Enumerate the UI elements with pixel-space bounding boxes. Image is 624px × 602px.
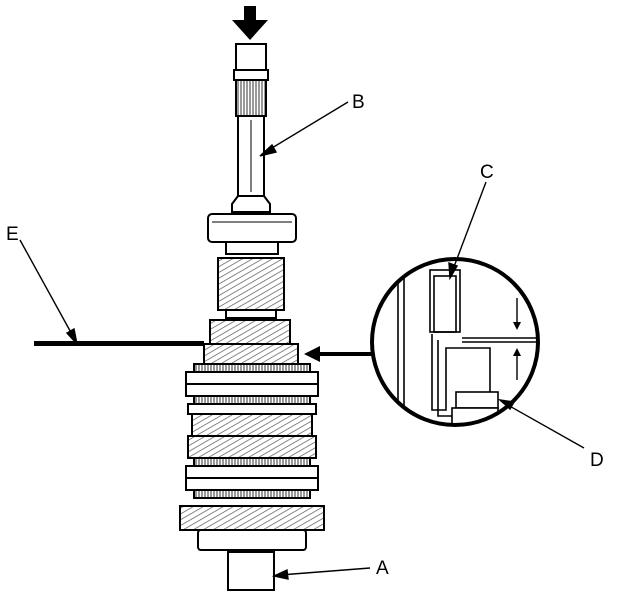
helical-gear <box>217 257 285 319</box>
label-c: C <box>480 162 494 183</box>
detail-arrow-icon <box>304 346 372 362</box>
press-arrow-icon <box>232 6 268 40</box>
upper-bearing <box>207 213 297 255</box>
tool-bar <box>34 341 204 346</box>
label-e: E <box>6 224 19 245</box>
mainshaft <box>231 43 271 213</box>
label-b: B <box>352 92 365 113</box>
clearance-indicator <box>513 298 521 380</box>
gear-stack <box>179 319 325 591</box>
label-a: A <box>376 558 389 579</box>
label-d: D <box>590 450 604 471</box>
leader-lines <box>19 101 585 580</box>
detail-view <box>370 257 540 427</box>
callout-labels: B C D A E <box>6 92 604 579</box>
